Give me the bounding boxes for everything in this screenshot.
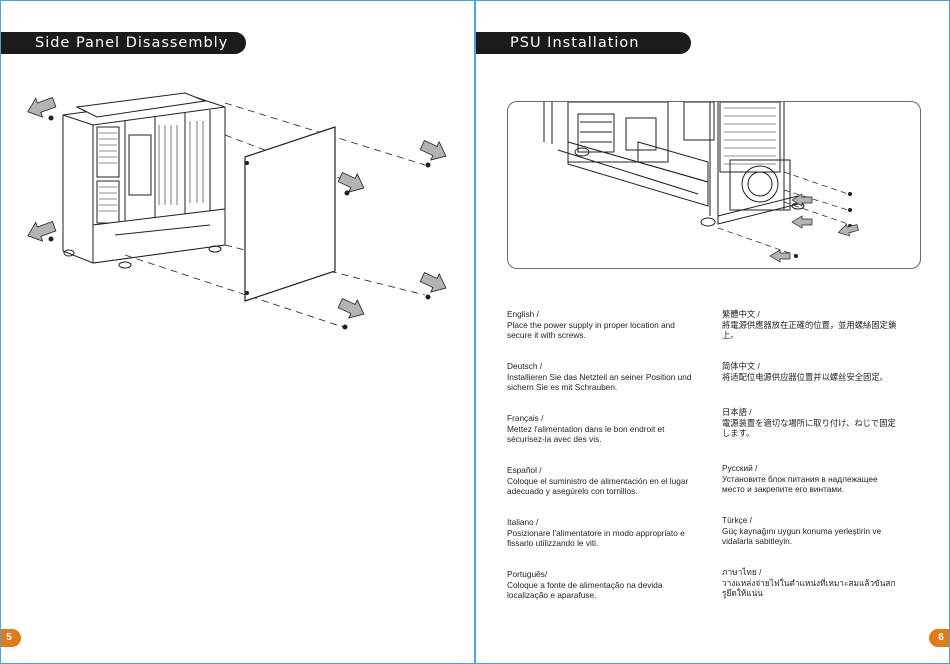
instruction-text: 電源装置を適切な場所に取り付け、ねじで固定します。 xyxy=(722,417,896,439)
language-label: ภาษาไทย / xyxy=(722,567,762,577)
language-label: 简体中文 / xyxy=(722,361,760,371)
instruction-portuguese: Português/ Coloque a fonte de alimentaçã… xyxy=(507,569,697,601)
instruction-italian: Italiano / Posizionare l'alimentatore in… xyxy=(507,517,703,549)
language-label: English / xyxy=(507,309,539,319)
instruction-spanish: Español / Coloque el suministro de alime… xyxy=(507,465,703,497)
side-panel xyxy=(244,126,336,302)
language-label: Deutsch / xyxy=(507,361,543,371)
instruction-text: Place the power supply in proper locatio… xyxy=(507,319,675,341)
right-page: PSU Installation xyxy=(476,0,950,664)
instruction-text: Güç kaynağını uygun konuma yerleştirin v… xyxy=(722,525,882,547)
page-number-right: 6 xyxy=(929,629,949,647)
language-label: 日本語 / xyxy=(722,407,752,417)
language-label: Türkçe / xyxy=(722,515,752,525)
instruction-text: 将适配位电源供应器位置并以螺丝安全固定。 xyxy=(722,371,888,382)
page-gutter xyxy=(474,0,476,664)
instruction-turkish: Türkçe / Güç kaynağını uygun konuma yerl… xyxy=(722,515,902,547)
instruction-text: Posizionare l'alimentatore in modo appro… xyxy=(507,527,685,549)
instruction-english: English / Place the power supply in prop… xyxy=(507,309,699,341)
instruction-traditional-chinese: 繁體中文 / 將電源供應器放在正確的位置，並用螺絲固定鎖上。 xyxy=(722,309,898,341)
language-label: Français / xyxy=(507,413,544,423)
instruction-french: Français / Mettez l'alimentation dans le… xyxy=(507,413,687,445)
right-page-title: PSU Installation xyxy=(476,32,691,54)
side-panel-diagram xyxy=(27,92,447,330)
instruction-german: Deutsch / Installieren Sie das Netzteil … xyxy=(507,361,703,393)
language-label: Русский / xyxy=(722,463,758,473)
case-illustration xyxy=(62,92,226,269)
instruction-text: Mettez l'alimentation dans le bon endroi… xyxy=(507,423,665,445)
instruction-text: Installieren Sie das Netzteil an seiner … xyxy=(507,371,692,393)
instruction-japanese: 日本語 / 電源装置を適切な場所に取り付け、ねじで固定します。 xyxy=(722,407,898,439)
instruction-text: Coloque a fonte de alimentação na devida… xyxy=(507,579,663,601)
instruction-simplified-chinese: 简体中文 / 将适配位电源供应器位置并以螺丝安全固定。 xyxy=(722,361,912,382)
instruction-text: วางแหล่งจ่ายไฟในตำแหน่งที่เหมาะสมแล้วขัน… xyxy=(722,577,896,599)
instruction-text: Coloque el suministro de alimentación en… xyxy=(507,475,689,497)
instruction-thai: ภาษาไทย / วางแหล่งจ่ายไฟในตำแหน่งที่เหมา… xyxy=(722,567,898,599)
instruction-russian: Русский / Установите блок питания в надл… xyxy=(722,463,902,495)
language-label: Italiano / xyxy=(507,517,539,527)
arrow-icons xyxy=(769,193,859,263)
page-number-left: 5 xyxy=(1,629,21,647)
psu-installation-figure xyxy=(507,101,921,269)
language-label: 繁體中文 / xyxy=(722,309,760,319)
language-label: Español / xyxy=(507,465,542,475)
arrow-icons xyxy=(27,97,447,319)
language-label: Português/ xyxy=(507,569,548,579)
left-page-title: Side Panel Disassembly xyxy=(1,32,246,54)
psu-diagram xyxy=(543,102,859,263)
left-page: Side Panel Disassembly xyxy=(0,0,474,664)
instruction-text: Установите блок питания в надлежащее мес… xyxy=(722,473,878,495)
instruction-text: 將電源供應器放在正確的位置，並用螺絲固定鎖上。 xyxy=(722,319,897,341)
